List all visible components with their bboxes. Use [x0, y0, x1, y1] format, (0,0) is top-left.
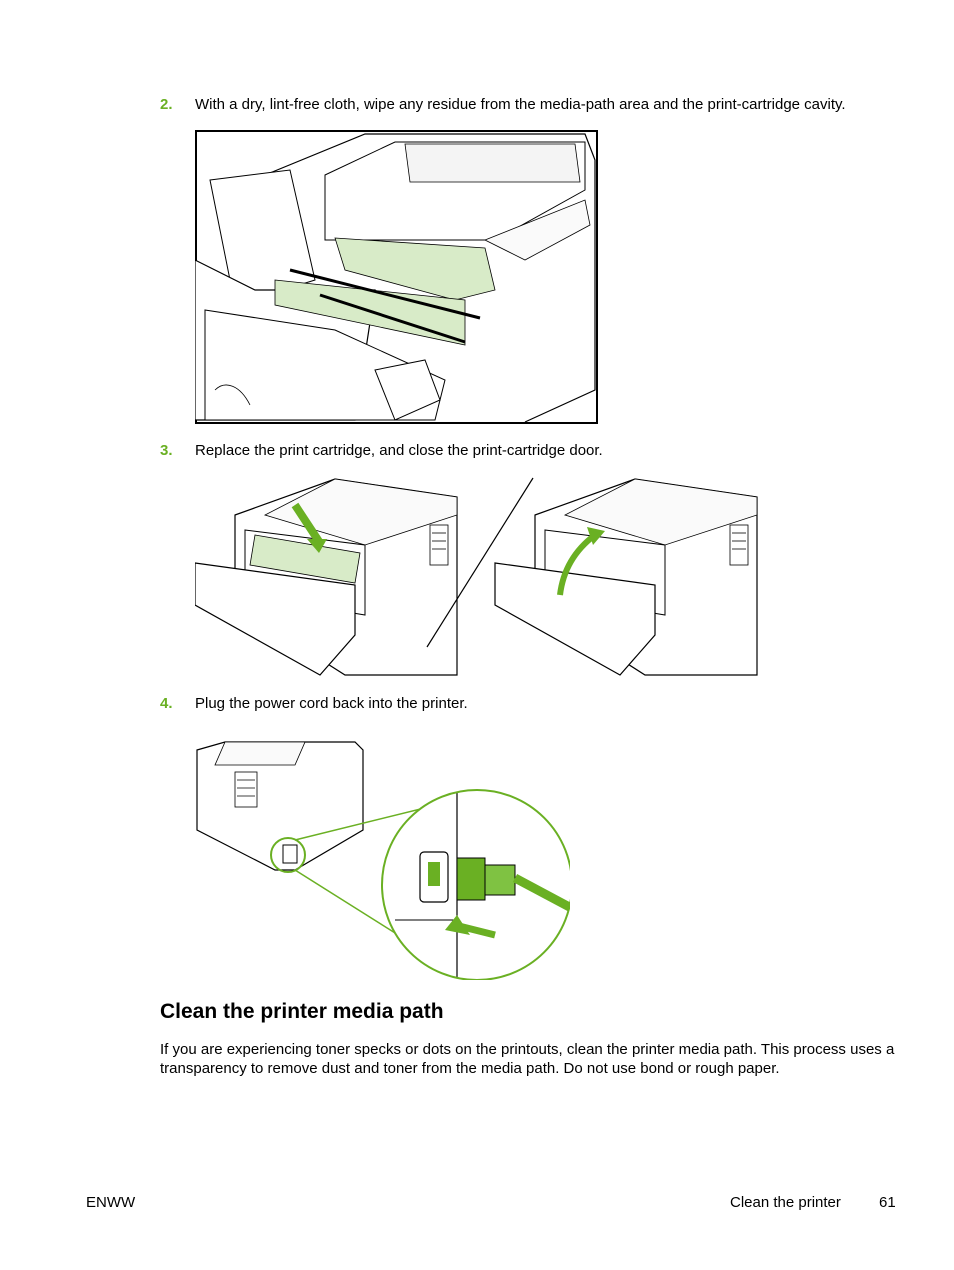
- footer-section-label: Clean the printer: [730, 1194, 841, 1211]
- step-text: Plug the power cord back into the printe…: [195, 695, 468, 712]
- media-path-illustration: [195, 130, 598, 424]
- replace-cartridge-illustration: [195, 477, 758, 676]
- power-cord-illustration: [196, 741, 570, 980]
- step-number: 2.: [160, 96, 173, 113]
- step-number: 4.: [160, 695, 173, 712]
- step-text: With a dry, lint-free cloth, wipe any re…: [195, 96, 846, 113]
- step-text: Replace the print cartridge, and close t…: [195, 442, 603, 459]
- footer-left-label: ENWW: [86, 1194, 136, 1211]
- section-heading: Clean the printer media path: [160, 1000, 444, 1023]
- section-body: If you are experiencing toner specks or …: [160, 1041, 895, 1077]
- step-number: 3.: [160, 442, 173, 459]
- page-number: 61: [879, 1194, 896, 1211]
